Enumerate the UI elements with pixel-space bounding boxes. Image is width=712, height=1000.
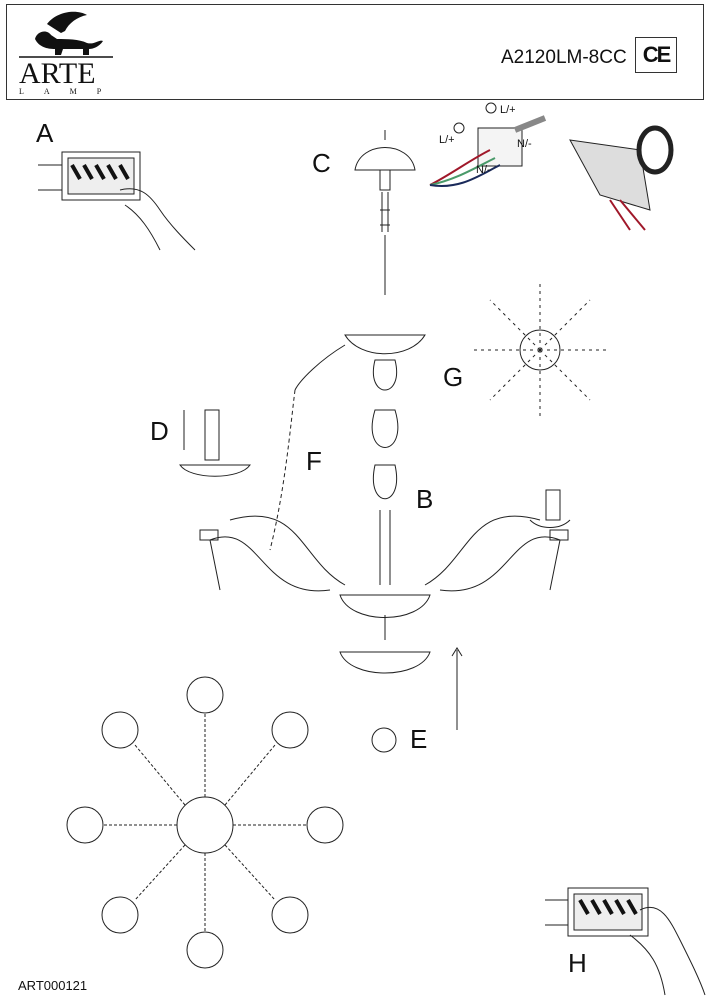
step-label-h: H [568,948,587,978]
step-label-e: E [410,724,428,754]
step-label-a: A [36,118,54,148]
crystal-star-icon [470,280,610,420]
header-box: ARTE LAMP A2120LM-8CC CE [6,4,704,100]
crystal-chain-icon [183,344,346,551]
chandelier-body-icon [179,235,571,618]
wire-label-neutral-1: N/- [517,138,532,150]
step-label-d: D [150,416,169,446]
bottom-bowl-icon [339,615,463,753]
brand-name: ARTE [19,57,96,90]
document-code: ART000121 [18,978,88,993]
wire-label-live-2: L/+ [439,134,455,146]
terminal-block-a-icon [38,151,196,251]
terminal-block-h-icon [545,887,706,996]
top-view-icon [66,676,344,969]
winged-lion-logo-icon [19,11,113,58]
ceiling-canopy-icon [354,130,416,232]
brand-subtitle: LAMP [19,87,122,96]
step-label-c: C [312,148,331,178]
ce-mark: CE [635,37,677,73]
wire-label-live-1: L/+ [500,104,516,116]
model-number: A2120LM-8CC [501,47,627,68]
insulation-tape-icon [569,125,674,231]
step-label-g: G [443,362,464,392]
step-label-b: B [416,484,434,514]
wire-label-neutral-2: N/- [476,164,491,176]
step-label-f: F [306,446,322,476]
wiring-connector-icon [429,102,547,187]
